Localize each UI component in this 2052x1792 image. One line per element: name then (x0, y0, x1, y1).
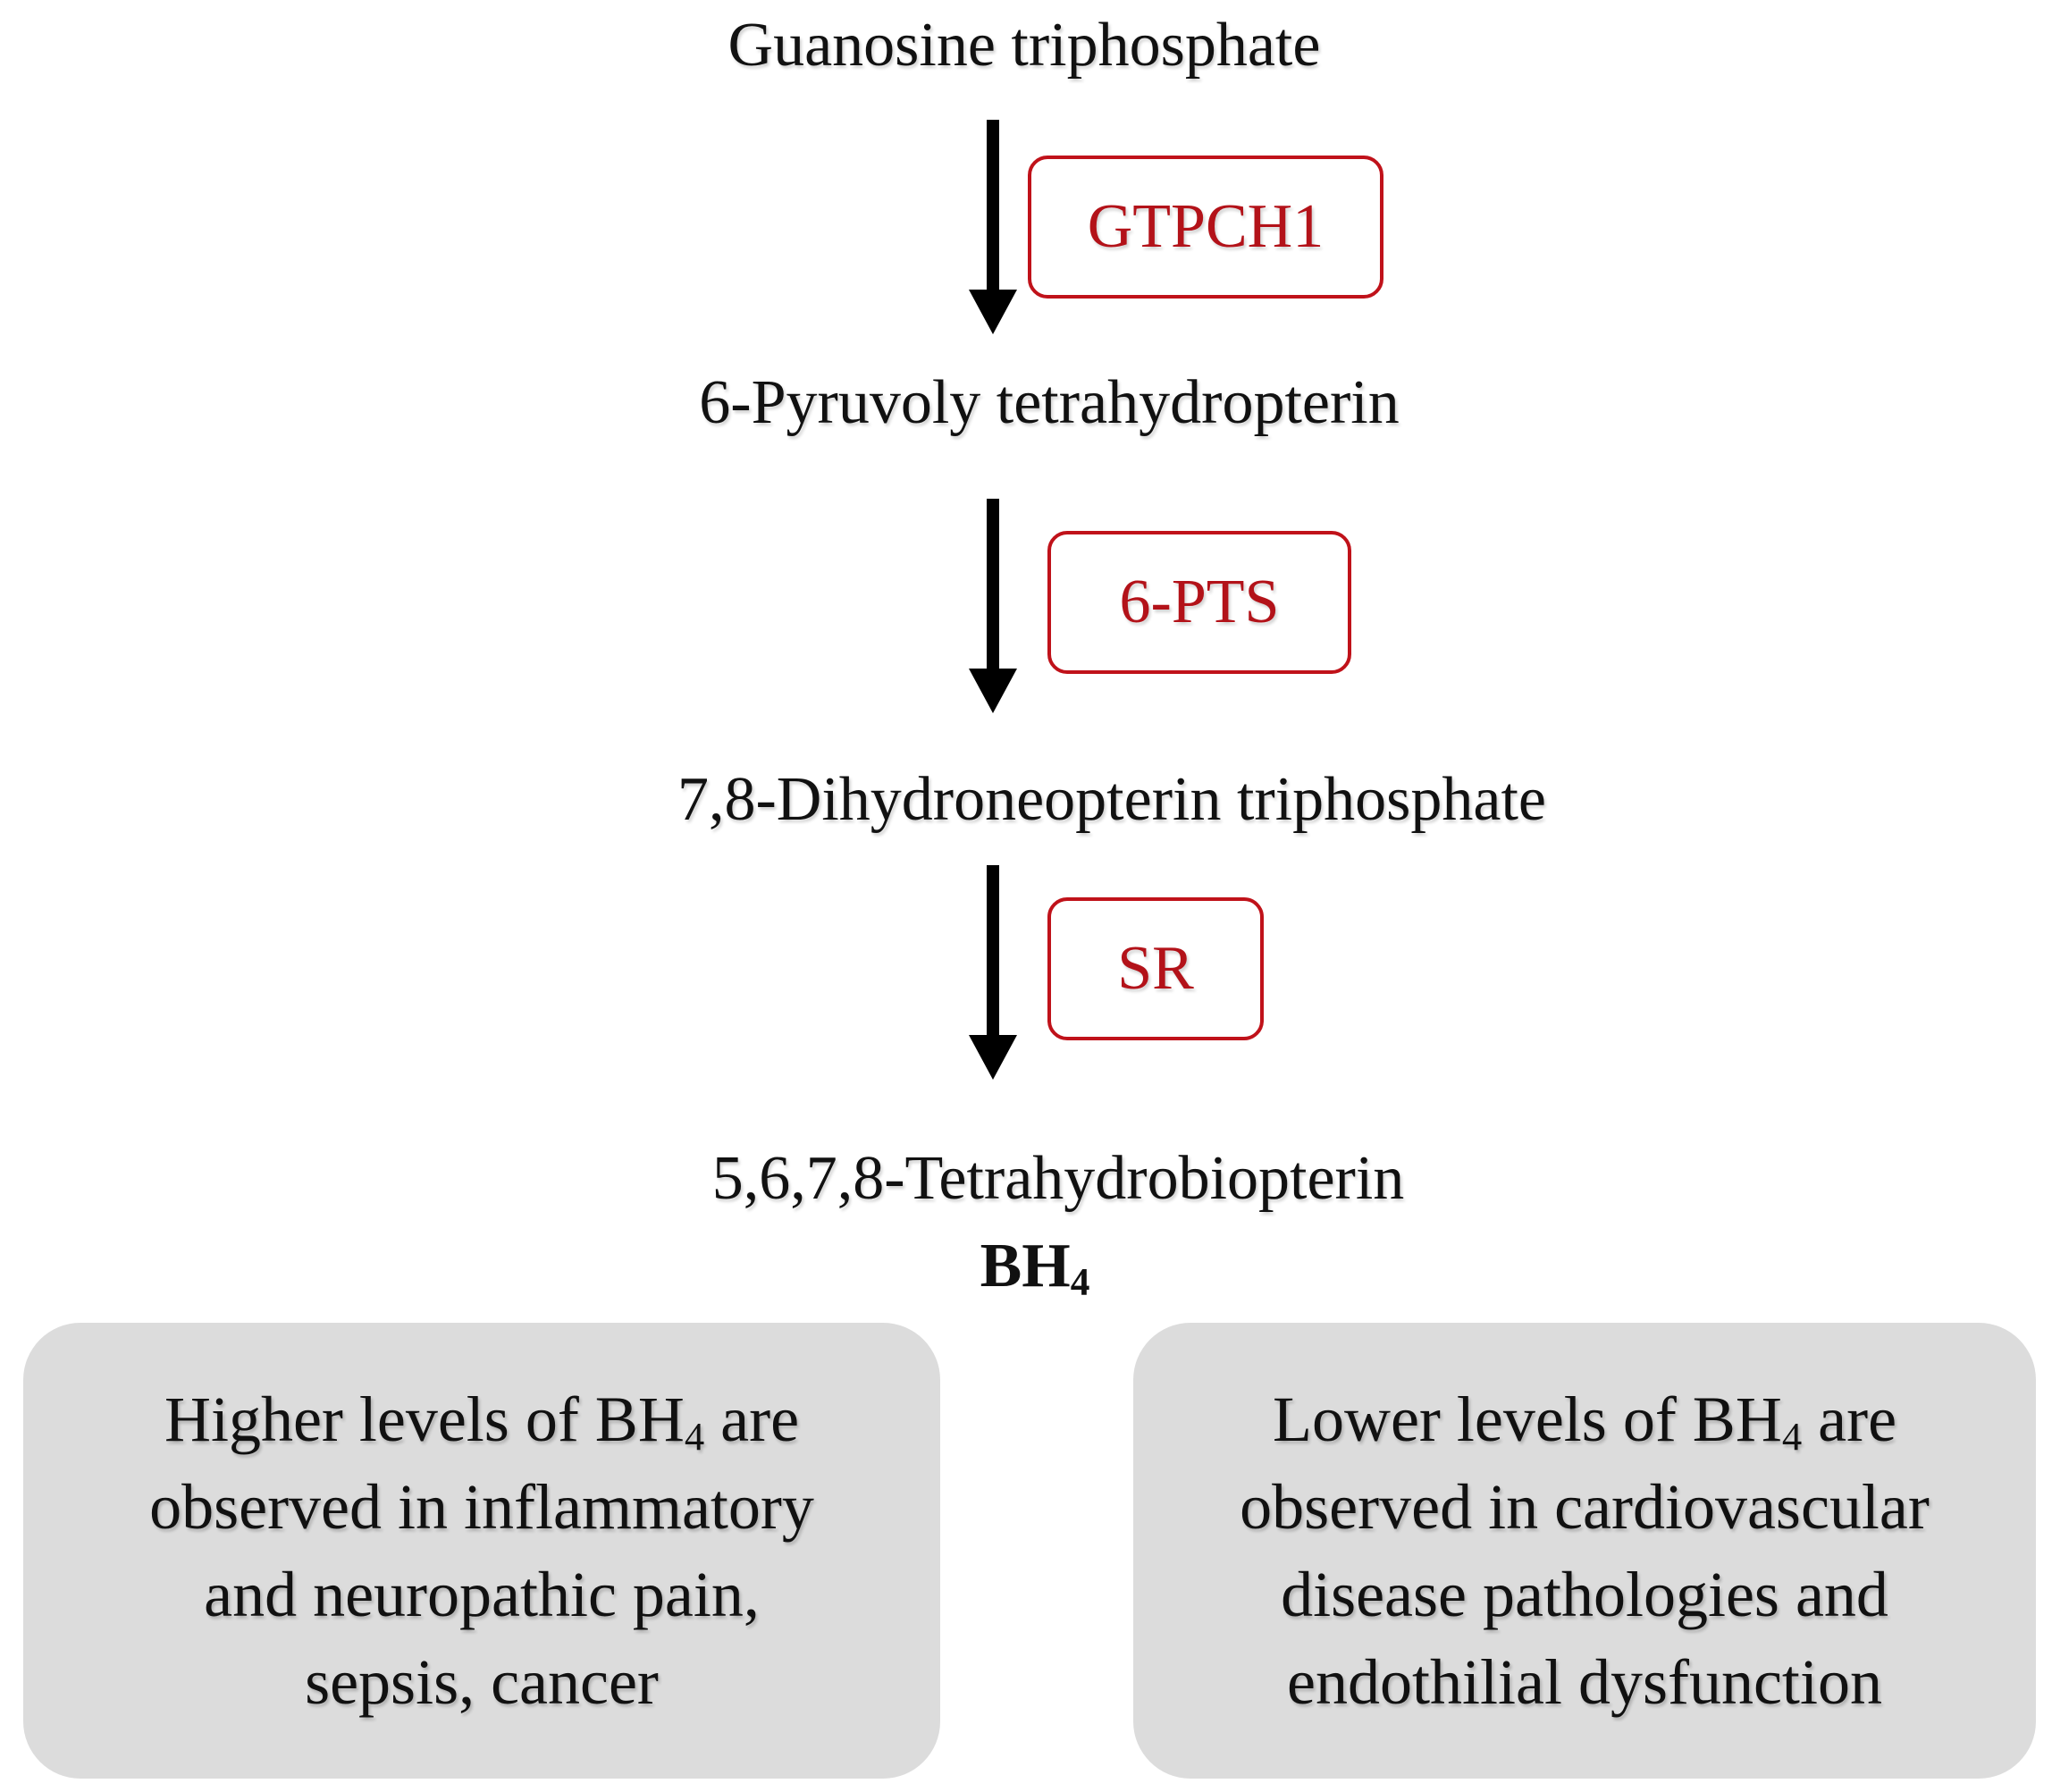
panel-higher-line-4: sepsis, cancer (305, 1646, 659, 1718)
arrow-down-2 (969, 499, 1017, 713)
panel-lower-text: Lower levels of BH4 are observed in card… (1240, 1376, 1930, 1726)
compound-6-pyruvoly-tetrahydropterin: 6-Pyruvoly tetrahydropterin (699, 368, 1400, 437)
panel-higher-text: Higher levels of BH4 are observed in inf… (149, 1376, 814, 1726)
panel-lower-line-4: endothilial dysfunction (1287, 1646, 1882, 1718)
arrow-down-3 (969, 865, 1017, 1080)
arrow-down-1 (969, 120, 1017, 334)
enzyme-6-pts: 6-PTS (1047, 531, 1351, 674)
bh4-subscript: 4 (1070, 1260, 1090, 1304)
panel-lower-line-1: Lower levels of BH4 are (1272, 1384, 1897, 1459)
enzyme-sr: SR (1047, 897, 1264, 1040)
panel-higher-line-2: observed in inflammatory (149, 1471, 814, 1543)
bh4-label: BH4 (9, 1232, 2052, 1302)
compound-tetrahydrobiopterin: 5,6,7,8-Tetrahydrobiopterin (711, 1144, 1405, 1213)
panel-lower-line-2: observed in cardiovascular (1240, 1471, 1930, 1543)
bh4-main: BH (980, 1232, 1071, 1300)
enzyme-gtpch1: GTPCH1 (1028, 156, 1383, 299)
compound-dihydroneopterin-triphosphate: 7,8-Dihydroneopterin triphosphate (677, 765, 1546, 834)
panel-higher-line-3: and neuropathic pain, (204, 1559, 760, 1630)
panel-lower-line-3: disease pathologies and (1281, 1559, 1888, 1630)
panel-lower-levels: Lower levels of BH4 are observed in card… (1133, 1323, 2036, 1779)
panel-higher-levels: Higher levels of BH4 are observed in inf… (23, 1323, 940, 1779)
compound-guanosine-triphosphate: Guanosine triphosphate (727, 11, 1321, 80)
panel-higher-line-1: Higher levels of BH4 are (164, 1384, 800, 1459)
